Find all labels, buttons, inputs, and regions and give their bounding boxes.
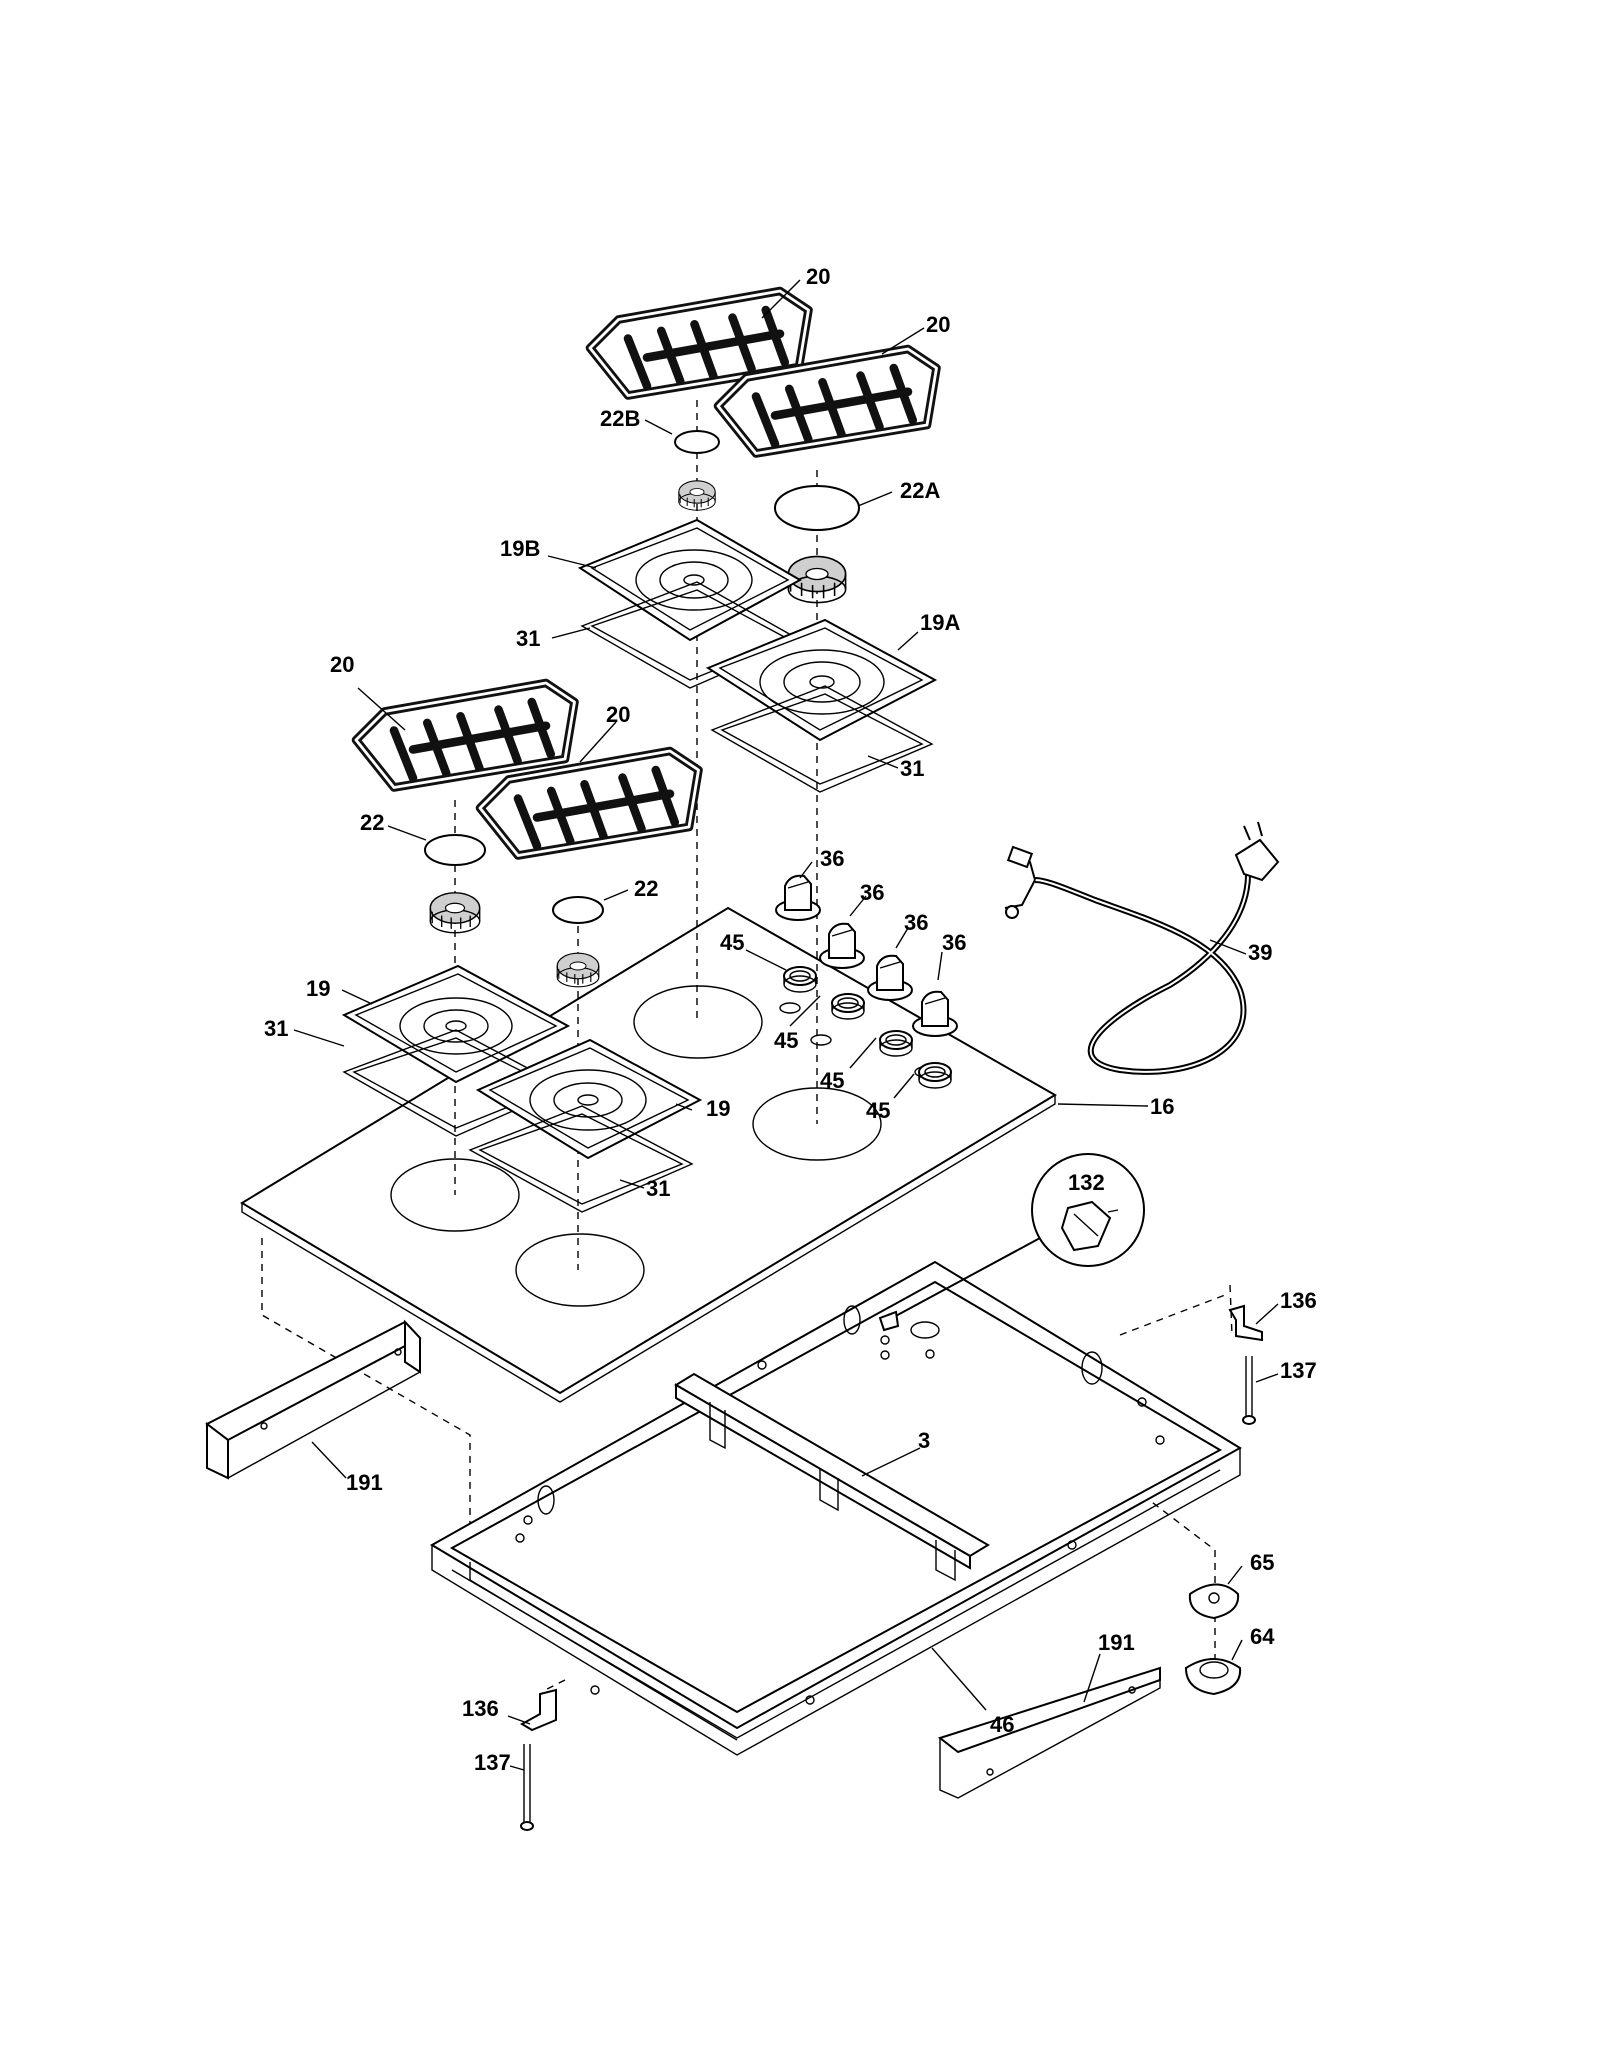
label-136-left: 136 [462, 1696, 499, 1721]
label-31-upper-left: 31 [516, 626, 540, 651]
rear-burner-grate-left [590, 291, 809, 396]
label-36-1: 36 [820, 846, 844, 871]
label-191-right: 191 [1098, 1630, 1135, 1655]
label-19B: 19B [500, 536, 540, 561]
label-137-left: 137 [474, 1750, 511, 1775]
label-20-front-right: 20 [606, 702, 630, 727]
label-65: 65 [1250, 1550, 1274, 1575]
label-31-lower-left: 31 [264, 1016, 288, 1041]
wire-connector-132 [878, 1310, 900, 1332]
label-45-1: 45 [720, 930, 744, 955]
label-132: 132 [1068, 1170, 1105, 1195]
burner-cap-22B [674, 430, 720, 454]
label-39: 39 [1248, 940, 1272, 965]
label-36-2: 36 [860, 880, 884, 905]
label-45-2: 45 [774, 1028, 798, 1053]
control-knob-3 [867, 954, 913, 1001]
burner-base-19B [577, 518, 803, 642]
cooktop-glass-panel [240, 906, 1057, 1403]
side-trim-right [937, 1666, 1161, 1799]
burner-head-left [429, 892, 481, 934]
label-64: 64 [1250, 1624, 1275, 1649]
label-31-upper-right: 31 [900, 756, 924, 781]
label-20-front-left: 20 [330, 652, 354, 677]
control-knob-2 [819, 922, 865, 969]
label-36-4: 36 [942, 930, 966, 955]
label-46: 46 [990, 1712, 1014, 1737]
burner-cap-22-left [424, 834, 486, 866]
label-20-rear-right: 20 [926, 312, 950, 337]
mounting-screw-left [520, 1744, 534, 1831]
label-22A: 22A [900, 478, 940, 503]
label-137-right: 137 [1280, 1358, 1317, 1383]
side-trim-left [205, 1319, 422, 1480]
label-22-left: 22 [360, 810, 384, 835]
label-19-right: 19 [706, 1096, 730, 1121]
burner-base-19-right [475, 1038, 703, 1160]
control-knob-1 [775, 874, 821, 921]
label-19A: 19A [920, 610, 960, 635]
burner-cap-22-right [552, 896, 604, 924]
label-3: 3 [918, 1428, 930, 1453]
label-45-4: 45 [866, 1098, 890, 1123]
power-cord [1004, 821, 1280, 1075]
leader-lines [293, 279, 1279, 1771]
detail-callout-circle [891, 1153, 1145, 1319]
cooktop-chassis-frame [430, 1260, 1242, 1756]
cross-brace [674, 1372, 990, 1582]
burner-cap-22A [774, 485, 860, 531]
control-knob-4 [912, 990, 958, 1037]
mounting-screw-right [1242, 1356, 1256, 1425]
burner-base-19A [705, 618, 938, 742]
leveling-foot-65 [1188, 1583, 1240, 1620]
mounting-bracket-right [1228, 1304, 1263, 1342]
label-22B: 22B [600, 406, 640, 431]
label-16: 16 [1150, 1094, 1174, 1119]
label-20-rear-left: 20 [806, 264, 830, 289]
burner-gasket-31-upper-right [710, 685, 934, 793]
label-19-left: 19 [306, 976, 330, 1001]
burner-gasket-31-lower-right [468, 1105, 694, 1213]
label-191-left: 191 [346, 1470, 383, 1495]
label-31-lower-right: 31 [646, 1176, 670, 1201]
mounting-bracket-left [520, 1688, 557, 1732]
label-136-right: 136 [1280, 1288, 1317, 1313]
burner-base-19-left [341, 964, 571, 1084]
label-45-3: 45 [820, 1068, 844, 1093]
leveling-foot-64 [1184, 1658, 1242, 1696]
label-22-right: 22 [634, 876, 658, 901]
part-labels: 20 20 22B 22A 19B 31 19A 31 20 20 22 22 … [264, 264, 1317, 1775]
label-36-3: 36 [904, 910, 928, 935]
